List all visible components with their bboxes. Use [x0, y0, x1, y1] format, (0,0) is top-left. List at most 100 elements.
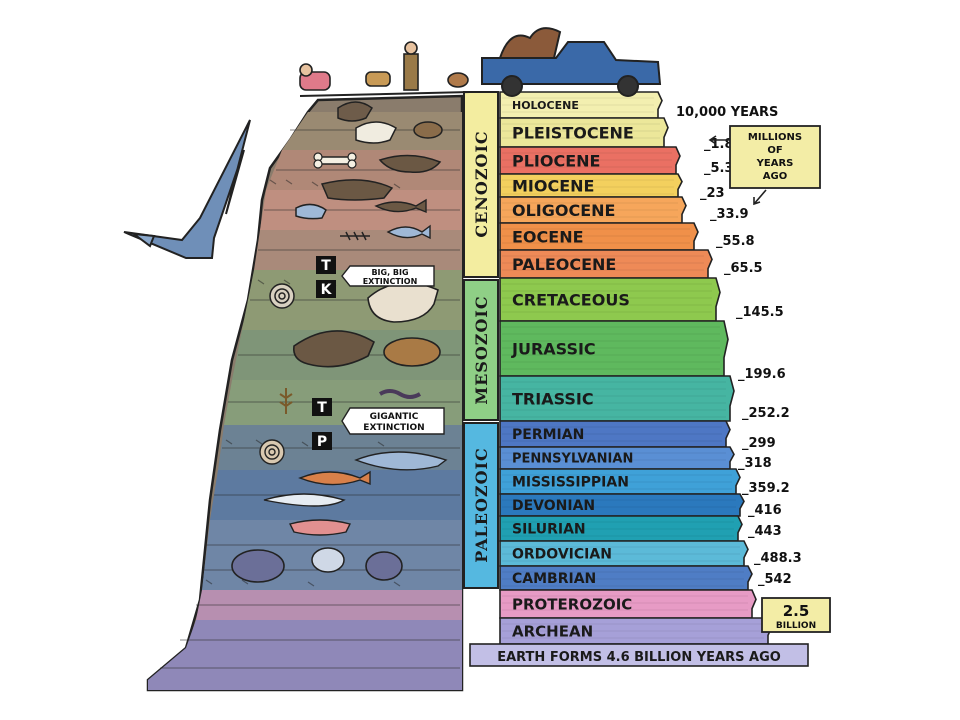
- shark-fossil: [354, 451, 448, 471]
- spiral-shell-fossil: [259, 439, 285, 465]
- tp-extinction-marker: T P GIGANTIC EXTINCTION: [312, 398, 445, 450]
- tk-marker-letter-2: K: [321, 282, 333, 298]
- sea-scorpion-fossil: [288, 519, 352, 536]
- period-label-proterozoic: PROTEROZOIC: [512, 595, 632, 613]
- era-label-mesozoic: MESOZOIC: [472, 295, 491, 404]
- period-label-archean: ARCHEAN: [512, 622, 593, 640]
- age-label-silurian: _443: [748, 524, 782, 539]
- period-label-holocene: HOLOCENE: [512, 99, 579, 112]
- period-bands: [499, 91, 773, 645]
- period-label-miocene: MIOCENE: [512, 176, 594, 195]
- period-label-silurian: SILURIAN: [512, 522, 586, 538]
- tk-note-line-1: BIG, BIG: [371, 268, 408, 277]
- tp-note-line-2: EXTINCTION: [363, 423, 424, 433]
- arrow-to-1-8: [708, 135, 730, 145]
- tk-note-line-2: EXTINCTION: [363, 277, 418, 286]
- standing-person-head: [404, 41, 418, 55]
- earth-forms-strip: EARTH FORMS 4.6 BILLION YEARS AGO: [469, 643, 809, 667]
- era-band-paleozoic: [463, 422, 499, 589]
- age-label-holocene: 10,000 YEARS: [676, 105, 778, 120]
- period-label-devonian: DEVONIAN: [512, 498, 595, 514]
- fossils: [231, 101, 448, 583]
- trilobite-fossil-right: [365, 551, 403, 581]
- age-label-cretaceous: _145.5: [736, 305, 784, 320]
- period-label-pleistocene: PLEISTOCENE: [512, 123, 634, 142]
- period-label-ordovician: ORDOVICIAN: [512, 547, 612, 563]
- era-band-mesozoic: [463, 279, 499, 421]
- tp-marker-letter-2: P: [317, 434, 327, 450]
- period-label-pennsylvanian: PENNSYLVANIAN: [512, 452, 633, 467]
- age-label-pennsylvanian: _318: [738, 456, 772, 471]
- billion-years-box: 2.5 BILLION: [761, 597, 831, 633]
- ground-top: [299, 91, 471, 97]
- bird-fossil: [295, 203, 327, 220]
- fossil-cliff: [146, 94, 464, 692]
- mammal-skeleton-fossil: [378, 154, 442, 174]
- brachiopod-fossil: [311, 547, 345, 573]
- millions-box-line-4: AGO: [763, 171, 787, 182]
- worm-fossil: [378, 389, 422, 399]
- millions-box-line-3: YEARS: [756, 158, 794, 169]
- fish-fossil-blue: [386, 224, 431, 240]
- period-label-jurassic: JURASSIC: [511, 339, 596, 358]
- tk-extinction-marker: T K BIG, BIG EXTINCTION: [316, 256, 435, 298]
- era-label-paleozoic: PALEOZOIC: [472, 447, 491, 563]
- fish-fossil-orange: [298, 470, 371, 486]
- ammonite-fossil: [269, 283, 295, 309]
- age-label-paleocene: _65.5: [724, 261, 763, 276]
- crouching-person-head: [299, 63, 313, 77]
- horse-skull-fossil: [320, 179, 394, 201]
- tp-marker-letter-1: T: [317, 400, 327, 416]
- fossil-cargo: [498, 27, 562, 59]
- leaf-fossil: [413, 121, 443, 139]
- age-label-mississippian: _359.2: [742, 481, 790, 496]
- truck-wheel-rear: [501, 75, 523, 97]
- age-label-eocene: _55.8: [716, 234, 755, 249]
- period-label-eocene: EOCENE: [512, 227, 584, 246]
- period-label-mississippian: MISSISSIPPIAN: [512, 475, 629, 491]
- tp-note-line-1: GIGANTIC: [370, 412, 419, 422]
- era-band-cenozoic: [463, 91, 499, 278]
- age-label-triassic: _252.2: [742, 406, 790, 421]
- period-label-oligocene: OLIGOCENE: [512, 201, 615, 220]
- pterosaur: [123, 119, 251, 259]
- bone-fossil: [313, 152, 357, 169]
- age-label-jurassic: _199.6: [738, 367, 786, 382]
- period-label-triassic: TRIASSIC: [512, 389, 594, 408]
- fern-fossil-small: [279, 388, 293, 414]
- truck-wheel-front: [617, 75, 639, 97]
- period-label-permian: PERMIAN: [512, 427, 584, 443]
- age-label-miocene: _23: [700, 186, 725, 201]
- age-label-pliocene: _5.3: [704, 161, 734, 176]
- fern-fossil: [340, 231, 370, 241]
- age-label-devonian: _416: [748, 503, 782, 518]
- age-label-oligocene: _33.9: [710, 207, 749, 222]
- trilobite-fossil-left: [231, 549, 285, 583]
- earth-forms-label: EARTH FORMS 4.6 BILLION YEARS AGO: [497, 650, 781, 665]
- age-label-permian: _299: [742, 436, 776, 451]
- period-label-cambrian: CAMBRIAN: [512, 571, 596, 587]
- age-label-cambrian: _542: [758, 572, 792, 587]
- tk-marker-letter-1: T: [321, 258, 331, 274]
- arrow-to-33-9: [753, 189, 767, 206]
- leaf-fossil-large: [383, 337, 441, 367]
- millions-of-years-box: MILLIONS OF YEARS AGO: [708, 125, 821, 206]
- fish-fossil-brown: [374, 198, 427, 214]
- billion-box-value: 2.5: [783, 602, 810, 620]
- millions-box-line-2: OF: [767, 145, 782, 156]
- age-label-ordovician: _488.3: [754, 551, 802, 566]
- era-label-cenozoic: CENOZOIC: [472, 130, 491, 237]
- fossil-hunters: [299, 41, 469, 91]
- pickup-truck: [481, 27, 662, 97]
- period-label-paleocene: PALEOCENE: [512, 255, 616, 274]
- period-labels: HOLOCENE PLEISTOCENE PLIOCENE MIOCENE OLIGOC…: [511, 99, 634, 640]
- period-label-pliocene: PLIOCENE: [512, 151, 600, 170]
- age-labels: 10,000 YEARS_1.8_5.3_23_33.9_55.8_65.5_1…: [676, 105, 802, 587]
- billion-box-unit: BILLION: [776, 621, 816, 631]
- skull-fossil-top: [337, 101, 397, 144]
- millions-box-line-1: MILLIONS: [748, 132, 802, 143]
- standing-person: [403, 53, 419, 91]
- rabbit: [447, 72, 469, 88]
- dog: [365, 71, 391, 87]
